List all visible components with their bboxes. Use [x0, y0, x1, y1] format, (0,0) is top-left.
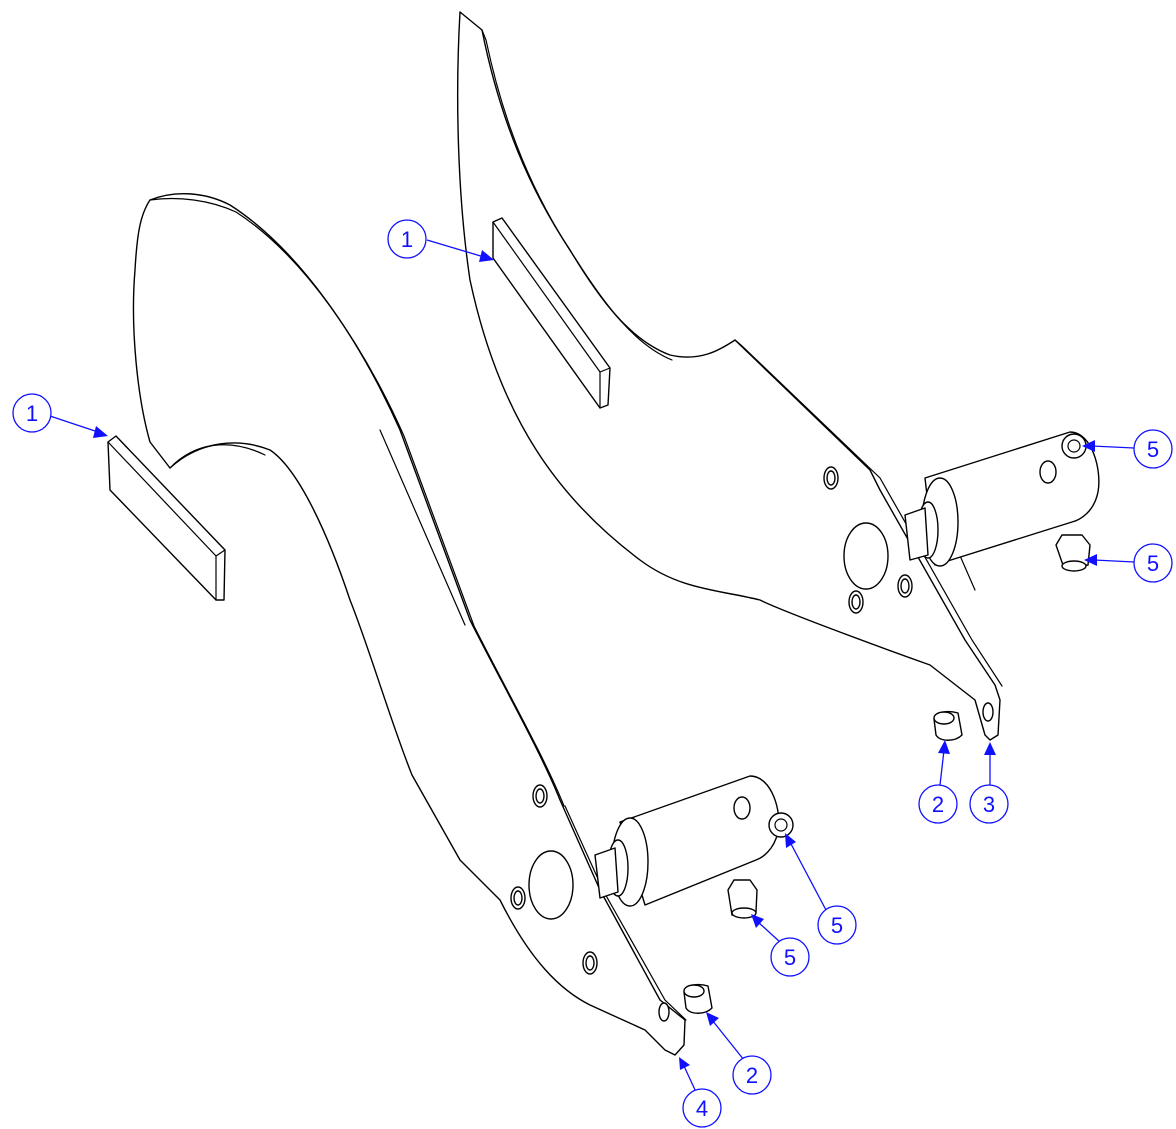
callout-3: 3 — [969, 742, 1009, 824]
callout-5-lower-loose: 5 — [751, 914, 810, 977]
upper-shaft-assembly — [904, 431, 1100, 572]
callout-2-lower: 2 — [706, 1012, 772, 1095]
plate-center-hole — [843, 522, 889, 590]
callout-label: 1 — [26, 401, 38, 426]
callout-5-upper-loose: 5 — [1084, 543, 1173, 583]
callout-label: 5 — [1147, 551, 1159, 576]
set-screw-loose — [727, 879, 758, 916]
callout-5-upper-screw: 5 — [1082, 429, 1173, 469]
callout-label: 5 — [1147, 437, 1159, 462]
callout-1-lower: 1 — [12, 393, 108, 438]
socket-set-screw — [768, 812, 794, 838]
callout-label: 5 — [831, 913, 843, 938]
plate-center-hole — [528, 850, 574, 920]
upper-hook-plate — [456, 11, 1003, 741]
callout-label: 5 — [784, 945, 796, 970]
callout-2-upper: 2 — [918, 740, 958, 824]
upper-wear-strip — [492, 217, 611, 409]
callout-5-lower-screw: 5 — [785, 833, 857, 945]
callout-label: 1 — [401, 227, 413, 252]
lower-dowel-pin — [683, 983, 713, 1014]
upper-dowel-pin — [933, 710, 963, 741]
callout-4: 4 — [679, 1057, 722, 1128]
lower-shaft-assembly — [594, 775, 794, 919]
plate-pin-hole — [658, 1002, 670, 1022]
callout-label: 2 — [746, 1063, 758, 1088]
lower-wear-strip — [107, 435, 226, 601]
callout-label: 3 — [983, 792, 995, 817]
callout-label: 2 — [932, 792, 944, 817]
callout-1-upper: 1 — [387, 219, 494, 262]
lower-hook-plate — [132, 192, 687, 1056]
plate-pin-hole — [982, 702, 994, 722]
callout-label: 4 — [696, 1096, 708, 1121]
